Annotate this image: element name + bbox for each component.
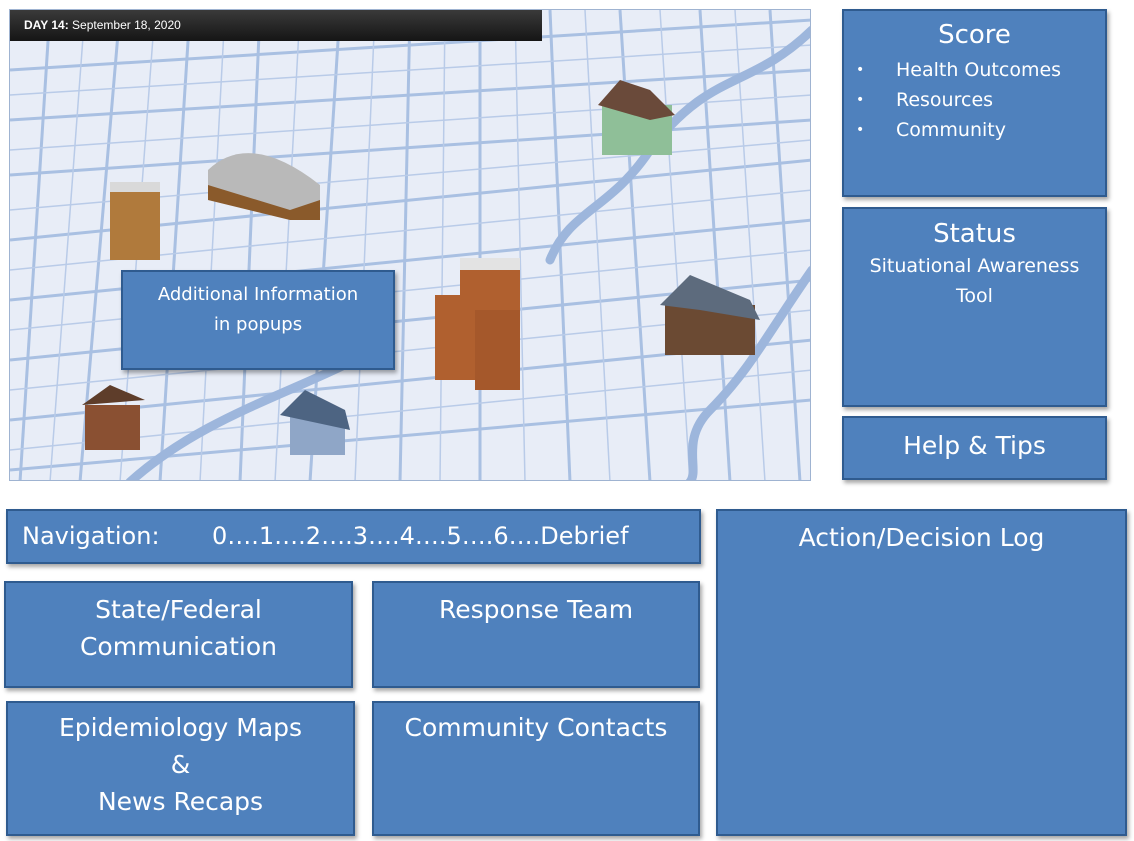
navigation-steps[interactable]: 0….1….2….3….4….5….6….Debrief (212, 522, 629, 550)
status-panel[interactable]: Status Situational Awareness Tool (842, 207, 1107, 407)
office-tower-icon (110, 182, 160, 260)
status-subtitle: Situational Awareness Tool (869, 255, 1080, 307)
action-log-panel[interactable]: Action/Decision Log (716, 509, 1127, 836)
score-title: Score (938, 20, 1011, 50)
farmhouse-icon (598, 80, 675, 155)
day-date: September 18, 2020 (72, 18, 181, 32)
city-map[interactable]: DAY 14: September 18, 2020 Additional In… (9, 9, 811, 481)
bullet-icon: • (856, 122, 865, 138)
epidemiology-panel[interactable]: Epidemiology Maps & News Recaps (6, 701, 355, 836)
mansion-icon (660, 275, 760, 355)
bullet-icon: • (856, 92, 865, 108)
bullet-icon: • (856, 62, 865, 78)
status-title: Status (933, 219, 1016, 249)
response-team-panel[interactable]: Response Team (372, 581, 700, 688)
epidemiology-title: Epidemiology Maps & News Recaps (58, 713, 303, 816)
list-item: •Resources (856, 85, 1105, 115)
list-item: •Community (856, 115, 1105, 145)
twin-tower-icon (435, 258, 520, 390)
day-label: DAY 14: (24, 18, 69, 32)
score-panel[interactable]: Score •Health Outcomes •Resources •Commu… (842, 9, 1107, 197)
info-popup[interactable]: Additional Information in popups (121, 270, 395, 370)
list-item: •Health Outcomes (856, 55, 1105, 85)
day-banner: DAY 14: September 18, 2020 (10, 10, 542, 41)
score-list: •Health Outcomes •Resources •Community (844, 55, 1105, 145)
navigation-bar[interactable]: Navigation: 0….1….2….3….4….5….6….Debrief (6, 509, 701, 564)
community-contacts-title: Community Contacts (404, 713, 668, 742)
state-federal-title: State/Federal Communication (79, 595, 278, 661)
hangar-icon (208, 153, 320, 220)
state-federal-panel[interactable]: State/Federal Communication (4, 581, 353, 688)
response-team-title: Response Team (438, 595, 634, 624)
popup-text: Additional Information in popups (157, 284, 359, 335)
help-label: Help & Tips (903, 431, 1046, 460)
blue-cottage-icon (280, 390, 350, 455)
map-roads (10, 10, 810, 480)
navigation-label: Navigation: (22, 522, 160, 550)
action-log-title: Action/Decision Log (798, 523, 1045, 552)
community-contacts-panel[interactable]: Community Contacts (372, 701, 700, 836)
brick-house-icon (82, 385, 145, 450)
help-button[interactable]: Help & Tips (842, 416, 1107, 480)
